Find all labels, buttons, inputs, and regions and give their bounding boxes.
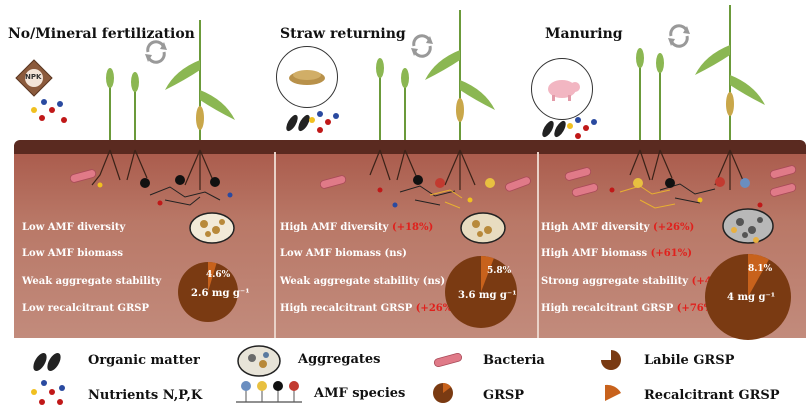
grsp-pie-manuring <box>705 254 791 340</box>
panel-divider-1 <box>274 152 276 338</box>
pie-percent-mineral: 4.6% <box>206 270 231 280</box>
legend-amf-species-icon <box>236 381 302 403</box>
cycle-arrows-icon-3 <box>668 24 690 48</box>
panel-title-straw: Straw returning <box>280 26 406 42</box>
pie-value-manuring: 4 mg g⁻¹ <box>727 292 776 303</box>
recalcitrant-grsp-slice <box>748 254 769 297</box>
recalcitrant-grsp-slice <box>208 262 217 292</box>
panel3-line-2: High AMF biomass (+61%) <box>541 248 692 259</box>
cycle-arrows-icon-2 <box>411 34 433 58</box>
roots-hyphae <box>69 149 797 244</box>
npk-fertilizer-bag-icon <box>15 59 53 97</box>
legend-nutrients-label: Nutrients N,P,K <box>88 388 203 403</box>
legend-grsp-icon <box>433 383 453 403</box>
panel1-line-4: Low recalcitrant GRSP <box>22 303 150 314</box>
panel-title-manuring: Manuring <box>545 26 623 42</box>
grsp-pie-straw <box>445 256 517 328</box>
grsp-pie-mineral <box>178 262 238 322</box>
panel1-line-1: Low AMF diversity <box>22 222 126 233</box>
straw-icon <box>289 70 325 85</box>
legend-amf-species-label: AMF species <box>314 386 406 401</box>
panel2-line-2: Low AMF biomass (ns) <box>280 248 407 259</box>
pie-percent-manuring: 8.1% <box>748 264 773 274</box>
nutrient-dots-1 <box>31 99 67 123</box>
recalcitrant-grsp-slice <box>481 256 494 292</box>
panel1-line-3: Weak aggregate stability <box>22 276 162 287</box>
pie-percent-straw: 5.8% <box>487 266 512 276</box>
legend-bacteria-icon <box>433 353 463 367</box>
panel-divider-2 <box>537 152 539 338</box>
legend-labile-grsp-label: Labile GRSP <box>644 353 735 368</box>
legend-bacteria-label: Bacteria <box>483 353 545 368</box>
pie-value-mineral: 2.6 mg g⁻¹ <box>191 288 250 299</box>
panel3-line-1: High AMF diversity (+26%) <box>541 222 695 233</box>
plants-illustration <box>106 5 765 150</box>
legend-recalcitrant-grsp-icon <box>605 384 621 401</box>
nutrient-dots-2 <box>309 111 339 133</box>
legend-organic-matter-icon <box>33 352 61 372</box>
organic-matter-icon-3 <box>542 120 566 138</box>
organic-matter-icon-2 <box>286 114 310 132</box>
legend-nutrients-icon <box>31 380 65 405</box>
straw-bubble <box>276 46 338 108</box>
legend-aggregates-icon <box>237 345 281 377</box>
manure-bubble <box>531 58 593 120</box>
panel2-line-1: High AMF diversity (+18%) <box>280 222 434 233</box>
legend-aggregates-label: Aggregates <box>298 352 381 367</box>
panel-title-mineral: No/Mineral fertilization <box>8 26 195 42</box>
soil-surface <box>14 140 806 154</box>
panel2-line-3: Weak aggregate stability (ns) <box>280 276 446 287</box>
panel3-line-4: High recalcitrant GRSP (+76%) <box>541 303 718 314</box>
panel2-line-4: High recalcitrant GRSP (+26%) <box>280 303 457 314</box>
panel1-line-2: Low AMF biomass <box>22 248 123 259</box>
nutrient-dots-3 <box>567 117 597 139</box>
pie-value-straw: 3.6 mg g⁻¹ <box>458 290 517 301</box>
legend-organic-matter-label: Organic matter <box>88 353 200 368</box>
npk-label: NPK <box>25 73 42 81</box>
pig-icon <box>548 80 580 101</box>
legend-recalcitrant-grsp-label: Recalcitrant GRSP <box>644 388 780 403</box>
legend-labile-grsp-icon <box>601 350 621 370</box>
legend-grsp-label: GRSP <box>483 388 525 403</box>
cycle-arrows-icon-1 <box>145 40 167 64</box>
